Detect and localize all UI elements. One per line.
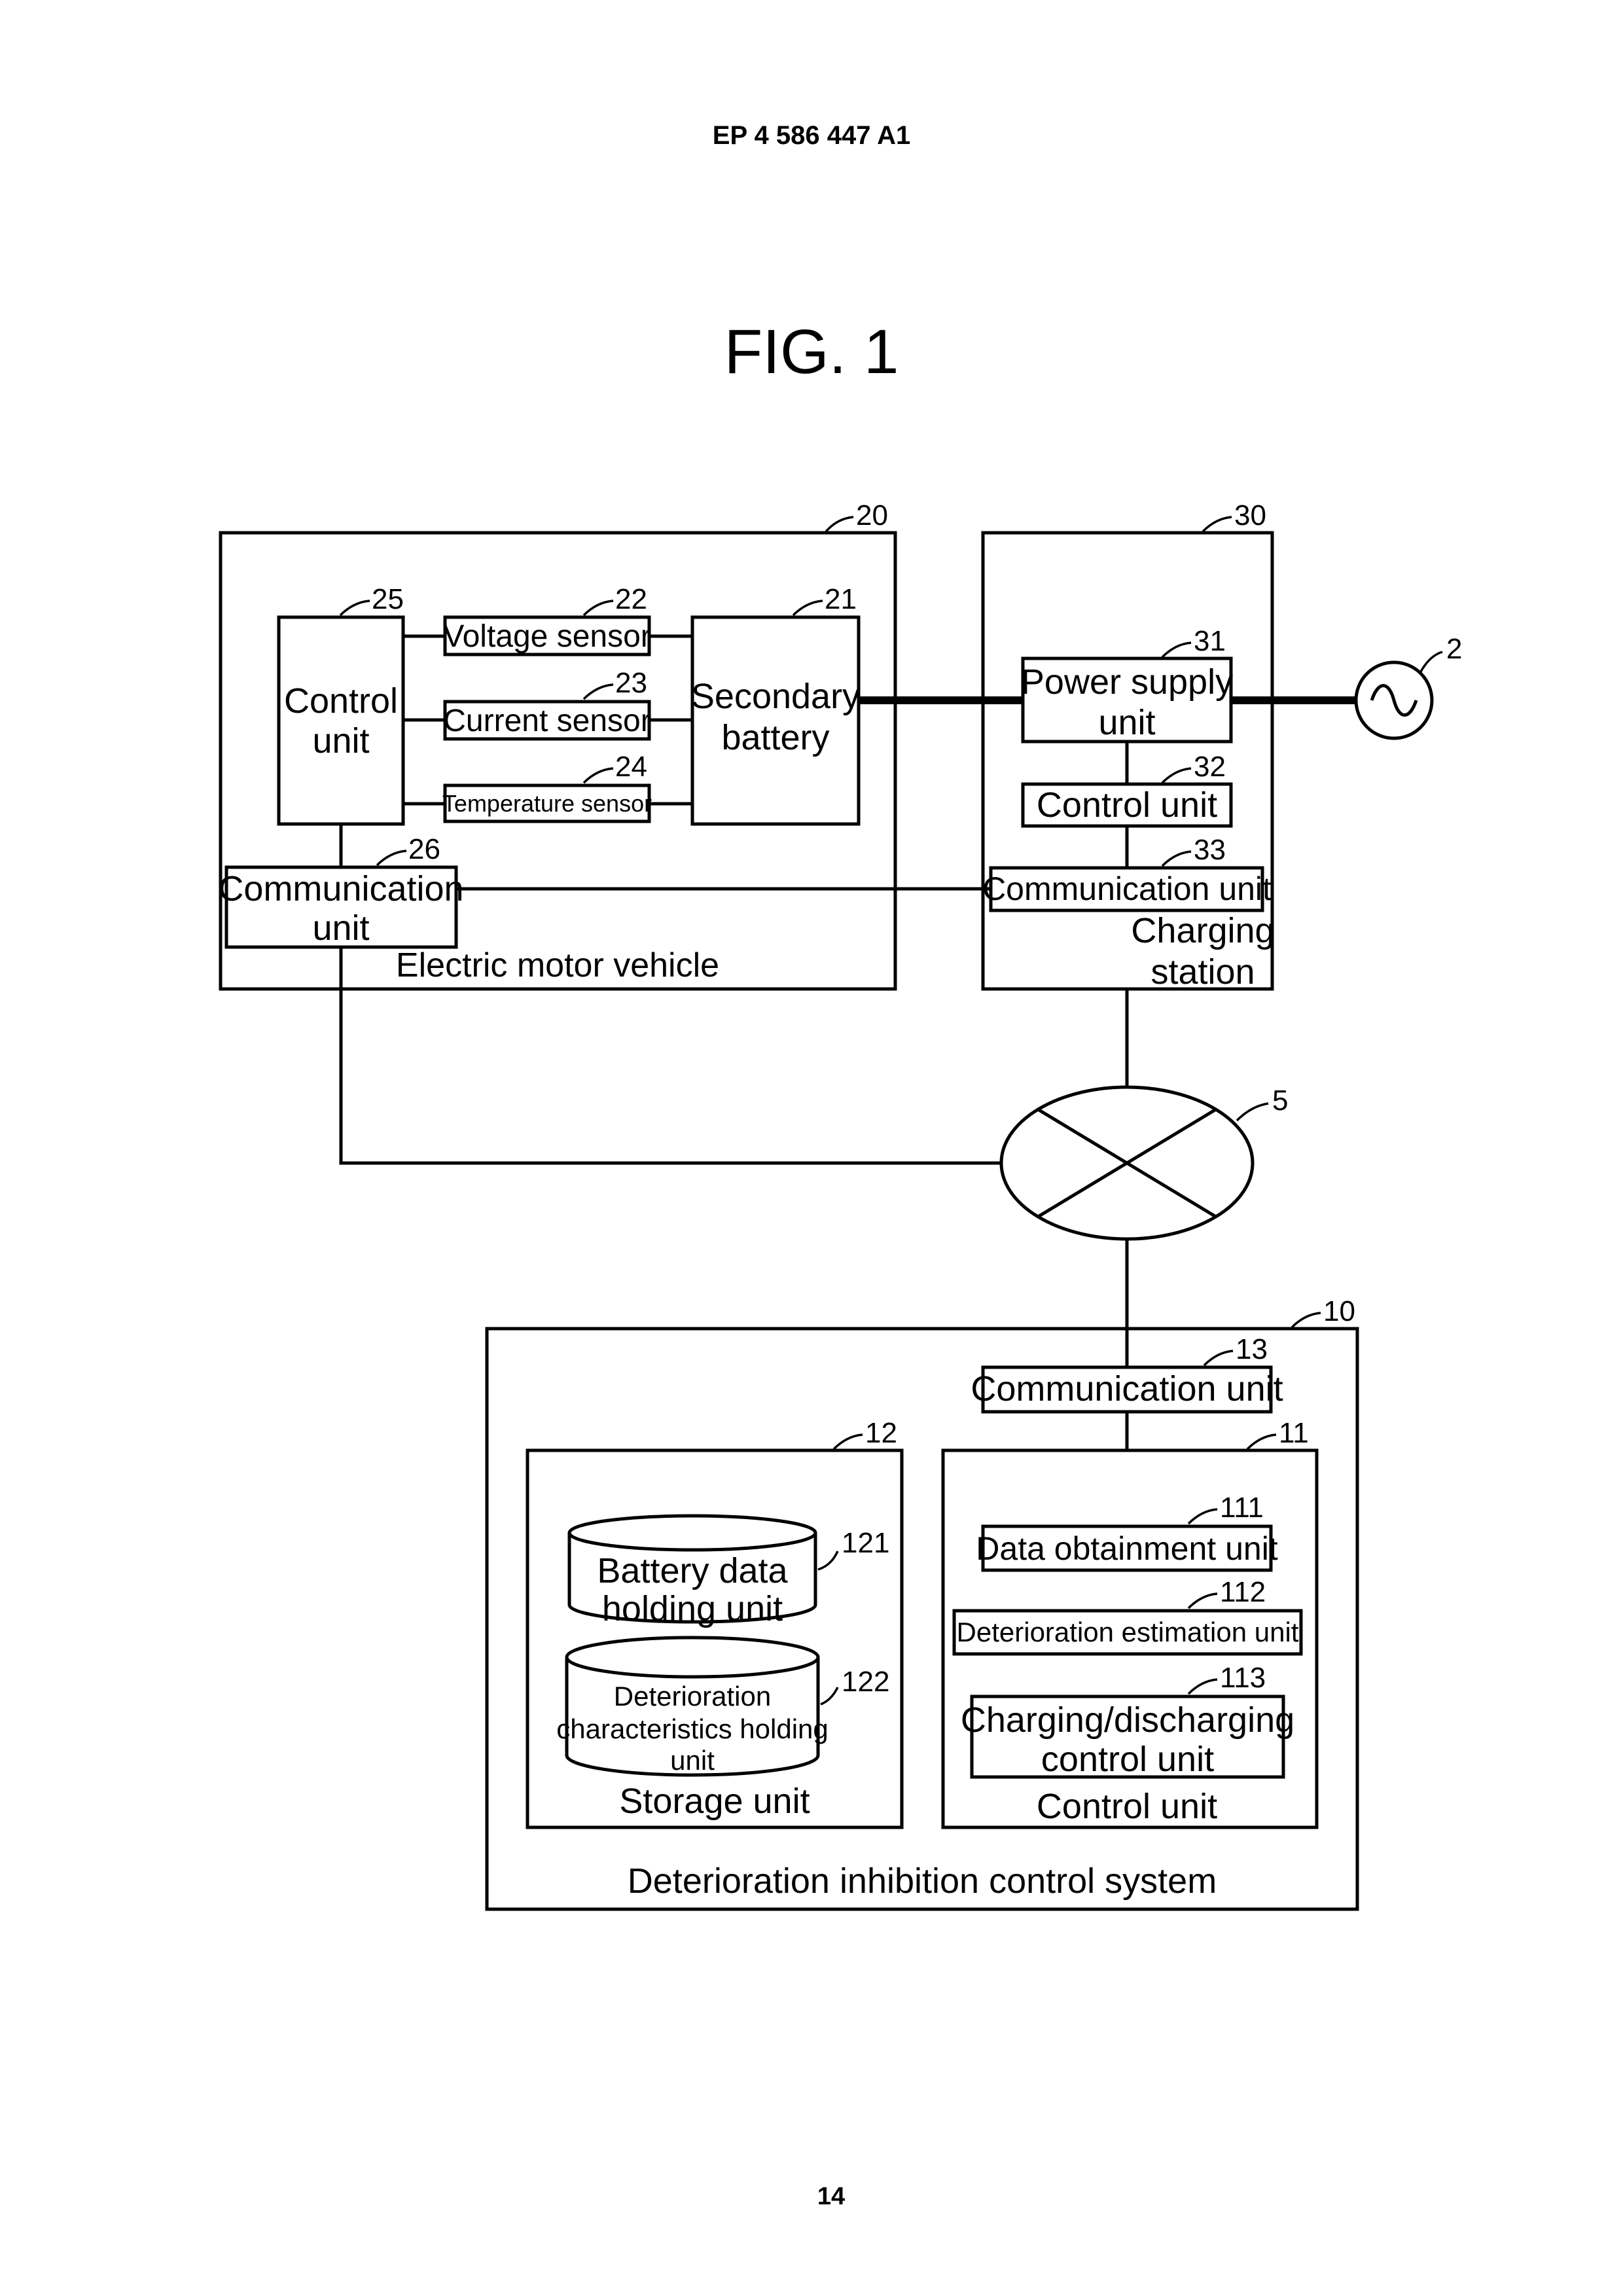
ref-32: 32: [1194, 751, 1226, 783]
page-number: 14: [817, 2183, 845, 2210]
temperature-sensor-label: Temperature sensor: [442, 790, 652, 817]
ref-25-leader: [340, 601, 370, 615]
ref-23: 23: [615, 667, 647, 699]
power-supply-unit-label-2: unit: [1098, 703, 1155, 742]
secondary-battery: Secondary battery 21: [691, 583, 860, 824]
charging-discharging-label-2: control unit: [1041, 1740, 1214, 1779]
ref-24-leader: [584, 768, 613, 783]
ref-20-leader: [826, 517, 853, 531]
ref-2: 2: [1446, 633, 1462, 665]
publication-number: EP 4 586 447 A1: [713, 121, 910, 150]
vehicle-control-unit-box: [279, 617, 403, 824]
ref-13-leader: [1204, 1351, 1233, 1365]
ref-12: 12: [865, 1417, 897, 1449]
system-label: Deterioration inhibition control system: [628, 1861, 1217, 1901]
ref-32-leader: [1162, 768, 1191, 783]
ref-20: 20: [856, 499, 888, 531]
battery-data-holding-unit: Battery data holding unit 121: [569, 1516, 889, 1628]
deterioration-characteristics-label-3: unit: [670, 1745, 715, 1776]
ref-31-leader: [1162, 643, 1191, 657]
ref-121-leader: [818, 1551, 838, 1570]
ref-112: 112: [1220, 1576, 1266, 1608]
ref-23-leader: [584, 685, 613, 699]
ref-21-leader: [793, 601, 823, 615]
data-obtainment-unit-label: Data obtainment unit: [976, 1530, 1278, 1567]
ref-10-leader: [1292, 1313, 1321, 1327]
deterioration-estimation-unit-label: Deterioration estimation unit: [957, 1617, 1299, 1647]
charging-discharging-label-1: Charging/discharging: [961, 1700, 1294, 1740]
network-node: 5: [1001, 1085, 1288, 1239]
current-sensor: Current sensor 23: [443, 667, 651, 739]
ref-30-leader: [1203, 517, 1232, 531]
battery-data-cylinder-top: [569, 1516, 815, 1550]
deterioration-characteristics-holding-unit: Deterioration characteristics holding un…: [556, 1638, 889, 1776]
ac-sine-icon: [1372, 686, 1416, 715]
ref-13: 13: [1236, 1333, 1268, 1365]
network-wiring: [341, 947, 1127, 1367]
ref-5: 5: [1272, 1085, 1288, 1117]
ref-11-leader: [1247, 1435, 1276, 1449]
battery-data-label-2: holding unit: [602, 1589, 783, 1628]
ref-22: 22: [615, 583, 647, 615]
ref-31: 31: [1194, 625, 1226, 657]
station-label-2: station: [1150, 952, 1255, 992]
ref-112-leader: [1188, 1594, 1217, 1608]
vehicle-communication-unit-label-2: unit: [312, 908, 369, 948]
ref-113: 113: [1220, 1662, 1266, 1694]
voltage-sensor-label: Voltage sensor: [443, 619, 651, 654]
figure-title: FIG. 1: [724, 317, 899, 387]
ref-11: 11: [1279, 1417, 1309, 1449]
ref-122-leader: [821, 1687, 838, 1704]
ref-113-leader: [1188, 1679, 1217, 1694]
ref-26-leader: [377, 851, 406, 865]
station-control-unit-label: Control unit: [1037, 785, 1217, 825]
ref-22-leader: [584, 601, 613, 615]
station-communication-unit-label: Communication unit: [982, 870, 1272, 907]
deterioration-estimation-unit: Deterioration estimation unit 112: [954, 1576, 1301, 1654]
vehicle-label: Electric motor vehicle: [396, 946, 719, 984]
power-supply-unit-label-1: Power supply: [1021, 662, 1233, 702]
charging-discharging-control-unit: Charging/discharging control unit 113: [961, 1662, 1294, 1779]
ac-power-source: 2: [1356, 633, 1462, 738]
system-control-unit-label: Control unit: [1037, 1787, 1217, 1826]
ref-25: 25: [372, 583, 404, 615]
ref-26: 26: [408, 833, 440, 865]
vehicle-communication-unit-label-1: Communication: [218, 869, 463, 908]
secondary-battery-label-2: battery: [721, 718, 829, 757]
storage-unit-label: Storage unit: [619, 1782, 810, 1821]
vehicle-control-unit-label-2: unit: [312, 721, 369, 761]
ref-10: 10: [1323, 1295, 1355, 1327]
ref-111-leader: [1188, 1509, 1217, 1524]
temperature-sensor: Temperature sensor 24: [442, 751, 652, 821]
station-label-1: Charging: [1131, 911, 1274, 950]
battery-data-label-1: Battery data: [597, 1551, 788, 1590]
ref-121: 121: [842, 1527, 889, 1559]
ref-33: 33: [1194, 834, 1226, 866]
ref-5-leader: [1237, 1103, 1268, 1121]
ref-111: 111: [1220, 1492, 1264, 1524]
system-communication-unit-label: Communication unit: [971, 1369, 1283, 1408]
ref-122: 122: [842, 1666, 889, 1698]
ref-2-leader: [1420, 652, 1442, 673]
charging-station-block: 30 Charging station: [983, 499, 1275, 992]
voltage-sensor: Voltage sensor 22: [443, 583, 651, 655]
ref-30: 30: [1234, 499, 1266, 531]
ref-21: 21: [825, 583, 857, 615]
current-sensor-label: Current sensor: [443, 704, 651, 738]
ref-12-leader: [834, 1435, 863, 1449]
deterioration-characteristics-label-2: characteristics holding: [556, 1713, 829, 1744]
vehicle-control-unit-label-1: Control: [284, 681, 398, 721]
ref-24: 24: [615, 751, 647, 783]
deterioration-characteristics-cylinder-top: [567, 1638, 818, 1677]
vehicle-control-unit: Control unit 25: [279, 583, 404, 824]
power-supply-unit: Power supply unit 31: [1021, 625, 1233, 742]
deterioration-characteristics-label-1: Deterioration: [614, 1681, 771, 1712]
secondary-battery-label-1: Secondary: [691, 677, 860, 716]
ref-33-leader: [1162, 852, 1191, 866]
data-obtainment-unit: Data obtainment unit 111: [976, 1492, 1278, 1570]
